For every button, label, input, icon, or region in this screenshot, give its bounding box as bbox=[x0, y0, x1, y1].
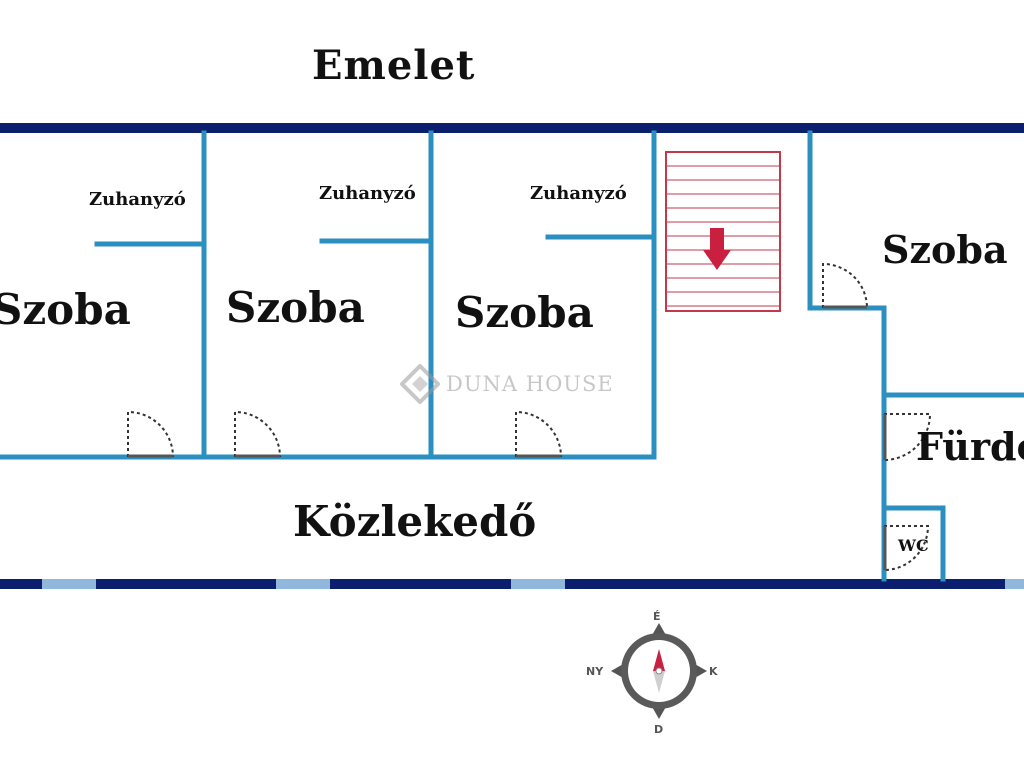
room-label-szoba-2: Szoba bbox=[226, 283, 365, 332]
door bbox=[822, 262, 868, 309]
watermark: DUNA HOUSE bbox=[400, 364, 614, 404]
watermark-text: DUNA HOUSE bbox=[446, 372, 614, 396]
room-label-furdo: Fürdő bbox=[916, 424, 1024, 469]
room-label-szoba-1: Szoba bbox=[0, 285, 131, 334]
doors bbox=[127, 262, 932, 571]
door-leaves bbox=[128, 305, 887, 570]
room-label-zuhanyzo-1: Zuhanyzó bbox=[89, 189, 186, 210]
outer-wall-top bbox=[0, 123, 1024, 133]
compass-east-label: K bbox=[709, 665, 718, 678]
wall bbox=[881, 505, 946, 582]
wall bbox=[807, 130, 1024, 398]
room-label-szoba-4: Szoba bbox=[882, 227, 1008, 272]
room-label-szoba-3: Szoba bbox=[455, 288, 594, 337]
duna-house-logo-icon bbox=[400, 364, 440, 404]
door bbox=[127, 410, 174, 458]
room-label-zuhanyzo-3: Zuhanyzó bbox=[530, 183, 627, 204]
windows bbox=[42, 579, 1024, 589]
window bbox=[1005, 579, 1024, 589]
window bbox=[276, 579, 330, 589]
compass-south-label: D bbox=[654, 723, 664, 736]
room-label-wc: WC bbox=[898, 536, 929, 555]
room-label-zuhanyzo-2: Zuhanyzó bbox=[319, 183, 416, 204]
room-label-kozlekedo: Közlekedő bbox=[293, 497, 537, 546]
window bbox=[42, 579, 96, 589]
door bbox=[515, 410, 562, 458]
door bbox=[883, 525, 930, 571]
compass-north-label: É bbox=[653, 610, 661, 623]
floor-title: Emelet bbox=[312, 42, 476, 89]
door bbox=[883, 413, 932, 461]
stairs-down-arrow-icon bbox=[665, 151, 781, 312]
door bbox=[234, 410, 281, 458]
window bbox=[511, 579, 565, 589]
compass-rose-icon bbox=[611, 623, 707, 719]
compass-west-label: NY bbox=[586, 665, 604, 678]
